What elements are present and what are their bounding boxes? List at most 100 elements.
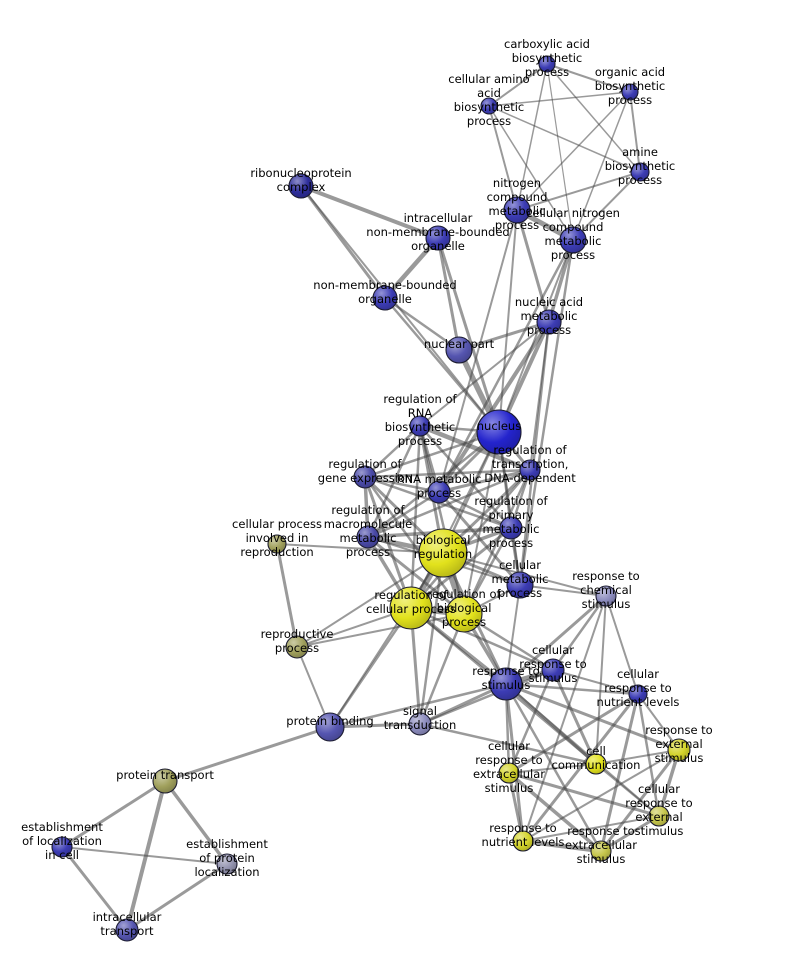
edge-cellular-nitrogen-compound-metabolic--rna-metabolic [437, 238, 575, 494]
node-layer [51, 55, 691, 942]
edge-organic-acid-biosynthetic--cellular-amino-acid-biosynthetic [488, 91, 631, 107]
edge-nucleic-acid-metabolic--regulation-rna-biosynthetic [419, 321, 550, 427]
node-protein-transport[interactable] [152, 768, 178, 794]
node-cellular-process-involved-in-reproduction[interactable] [267, 534, 287, 554]
node-cellular-amino-acid-biosynthetic[interactable] [480, 97, 498, 115]
edge-response-stimulus--protein-binding [328, 682, 508, 729]
node-response-stimulus[interactable] [489, 667, 523, 701]
edge-regulation-biological-process--reproductive-process [296, 613, 465, 648]
node-intracellular-transport[interactable] [115, 918, 139, 942]
node-nucleic-acid-metabolic[interactable] [536, 309, 562, 335]
node-response-nutrient-levels[interactable] [512, 830, 534, 852]
edge-response-chemical-stimulus--cellular-response-nutrient-levels [605, 595, 639, 695]
node-response-external-stimulus[interactable] [667, 738, 691, 762]
edge-cellular-metabolic--response-stimulus [505, 584, 521, 685]
node-signal-transduction[interactable] [408, 712, 432, 736]
node-cellular-response-stimulus[interactable] [541, 658, 565, 682]
node-regulation-cellular-process[interactable] [389, 586, 433, 630]
node-regulation-rna-biosynthetic[interactable] [409, 415, 431, 437]
node-ribonucleoprotein-complex[interactable] [288, 173, 314, 199]
edge-carboxylic-acid-biosynthetic--nitrogen-compound-metabolic [516, 63, 548, 211]
edge-regulation-transcription-dna-dependent--regulation-cellular-process [409, 468, 532, 610]
edge-cellular-nitrogen-compound-metabolic--cellular-metabolic [518, 238, 575, 587]
edge-response-chemical-stimulus--response-nutrient-levels [522, 595, 607, 842]
edge-regulation-rna-biosynthetic--regulation-macromolecule-metabolic [366, 424, 422, 539]
edge-response-stimulus--cellular-response-nutrient-levels [504, 682, 640, 696]
edge-cellular-amino-acid-biosynthetic--nitrogen-compound-metabolic [488, 105, 518, 211]
edge-intracellular-non-membrane-bounded-organelle--nuclear-part [436, 236, 461, 352]
node-protein-binding[interactable] [315, 712, 345, 742]
edge-regulation-transcription-dna-dependent--rna-metabolic [437, 468, 532, 494]
edge-biological-regulation--cellular-process-involved-in-reproduction [276, 543, 444, 554]
edge-regulation-cellular-process--cellular-response-stimulus [409, 606, 555, 672]
node-response-extracellular-stimulus[interactable] [590, 840, 612, 862]
edge-intracellular-non-membrane-bounded-organelle--non-membrane-bounded-organelle [382, 235, 441, 301]
edge-cellular-response-external-stimulus--response-extracellular-stimulus [599, 814, 661, 853]
edge-biological-regulation--signal-transduction [418, 551, 445, 726]
node-regulation-macromolecule-metabolic[interactable] [356, 525, 380, 549]
node-intracellular-non-membrane-bounded-organelle[interactable] [425, 225, 451, 251]
edge-nucleic-acid-metabolic--nuclear-part [457, 320, 551, 352]
edge-cellular-amino-acid-biosynthetic--amine-biosynthetic [488, 105, 641, 173]
edge-response-chemical-stimulus--cell-communication [595, 595, 607, 765]
edge-cellular-response-stimulus--cell-communication [551, 668, 598, 766]
edge-amine-biosynthetic--cellular-nitrogen-compound-metabolic [572, 171, 641, 241]
edge-cell-communication--cellular-response-external-stimulus [595, 763, 660, 817]
node-regulation-gene-expression[interactable] [353, 465, 377, 489]
edge-biological-regulation--reproductive-process [296, 552, 444, 648]
node-reproductive-process[interactable] [285, 635, 309, 659]
edge-cellular-process-involved-in-reproduction--reproductive-process [275, 542, 299, 649]
edge-establishment-localization-in-cell--establishment-protein-localization [61, 846, 228, 865]
edge-ribonucleoprotein-complex--intracellular-non-membrane-bounded-organelle [299, 184, 440, 240]
node-nuclear-part[interactable] [445, 336, 473, 364]
edge-rna-metabolic--regulation-macromolecule-metabolic [366, 490, 441, 539]
edge-cellular-response-nutrient-levels--response-external-stimulus [637, 693, 680, 751]
node-regulation-biological-process[interactable] [445, 595, 483, 633]
node-non-membrane-bounded-organelle[interactable] [372, 285, 398, 311]
node-cellular-response-nutrient-levels[interactable] [628, 684, 648, 704]
edge-regulation-transcription-dna-dependent--regulation-gene-expression [363, 468, 532, 479]
edge-organic-acid-biosynthetic--amine-biosynthetic [629, 91, 641, 173]
node-cellular-metabolic[interactable] [506, 571, 534, 599]
edge-carboxylic-acid-biosynthetic--amine-biosynthetic [546, 63, 641, 173]
node-cellular-response-extracellular-stimulus[interactable] [498, 762, 520, 784]
node-cell-communication[interactable] [585, 753, 607, 775]
node-regulation-primary-metabolic[interactable] [499, 516, 523, 540]
edge-nucleic-acid-metabolic--rna-metabolic [437, 320, 551, 494]
node-rna-metabolic[interactable] [427, 480, 451, 504]
edge-protein-transport--establishment-localization-in-cell [60, 779, 167, 849]
edge-layer [60, 63, 681, 932]
node-response-chemical-stimulus[interactable] [595, 585, 617, 607]
node-cellular-response-external-stimulus[interactable] [648, 805, 670, 827]
node-amine-biosynthetic[interactable] [630, 162, 650, 182]
edge-response-chemical-stimulus--response-stimulus [504, 594, 608, 686]
edge-regulation-gene-expression--rna-metabolic [363, 475, 441, 494]
edge-establishment-protein-localization--intracellular-transport [125, 862, 229, 932]
edge-cellular-response-extracellular-stimulus--cellular-response-external-stimulus [507, 771, 661, 818]
edge-cellular-response-extracellular-stimulus--cell-communication [508, 763, 597, 774]
edge-protein-binding--signal-transduction [328, 722, 422, 729]
edge-cellular-response-extracellular-stimulus--response-nutrient-levels [507, 771, 525, 843]
edge-regulation-rna-biosynthetic--regulation-gene-expression [363, 424, 422, 479]
node-establishment-protein-localization[interactable] [216, 853, 238, 875]
edge-response-chemical-stimulus--cellular-response-stimulus [551, 594, 608, 672]
node-nucleus[interactable] [476, 409, 522, 455]
node-organic-acid-biosynthetic[interactable] [621, 83, 639, 101]
edge-response-external-stimulus--response-nutrient-levels [522, 749, 680, 842]
edge-establishment-localization-in-cell--intracellular-transport [60, 845, 129, 932]
edge-response-stimulus--response-external-stimulus [504, 682, 681, 752]
edge-nitrogen-compound-metabolic--rna-metabolic [438, 209, 518, 493]
node-carboxylic-acid-biosynthetic[interactable] [538, 55, 556, 73]
node-cellular-nitrogen-compound-metabolic[interactable] [559, 226, 587, 254]
node-establishment-localization-in-cell[interactable] [51, 836, 73, 858]
edge-response-stimulus--response-nutrient-levels [504, 682, 525, 843]
edge-protein-binding--protein-transport [163, 725, 332, 783]
node-regulation-transcription-dna-dependent[interactable] [519, 459, 541, 481]
edge-carboxylic-acid-biosynthetic--cellular-amino-acid-biosynthetic [488, 63, 548, 107]
node-nitrogen-compound-metabolic[interactable] [503, 196, 531, 224]
node-biological-regulation[interactable] [418, 528, 468, 578]
edge-nucleus--regulation-biological-process [463, 431, 500, 615]
edge-response-nutrient-levels--response-extracellular-stimulus [520, 838, 604, 854]
